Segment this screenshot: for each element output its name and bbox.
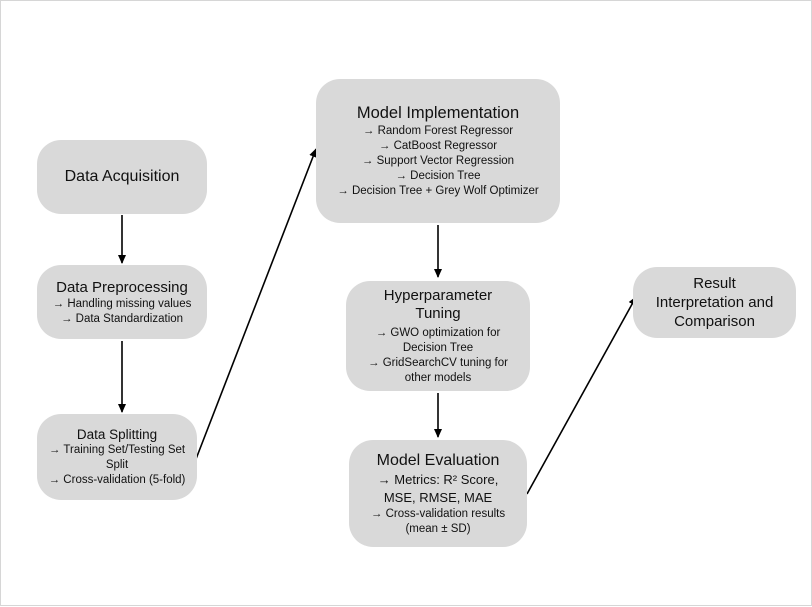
node-line: → GridSearchCV tuning for: [368, 356, 508, 369]
node-data-splitting: Data Splitting → Training Set/Testing Se…: [37, 414, 197, 500]
node-line: → Training Set/Testing Set: [48, 444, 186, 456]
node-line: → Cross-validation results: [370, 507, 506, 520]
node-line: other models: [404, 371, 472, 384]
node-hyperparameter-tuning: Hyperparameter Tuning → GWO optimization…: [346, 281, 530, 391]
node-line: MSE, RMSE, MAE: [383, 489, 493, 505]
node-line: → Support Vector Regression: [361, 155, 515, 167]
node-title: Model Implementation: [356, 104, 520, 122]
node-line: → CatBoost Regressor: [378, 140, 498, 152]
node-model-implementation: Model Implementation → Random Forest Reg…: [316, 79, 560, 223]
node-title: Tuning: [415, 304, 461, 322]
node-title: Hyperparameter: [383, 286, 493, 304]
node-title: Model Evaluation: [376, 451, 500, 469]
node-result-interpretation: Result Interpretation and Comparison: [633, 267, 796, 338]
node-line: (mean ± SD): [405, 522, 471, 535]
node-title: Interpretation and: [655, 294, 774, 311]
node-title: Comparison: [674, 313, 755, 330]
node-data-acquisition: Data Acquisition: [37, 140, 207, 214]
node-data-preprocessing: Data Preprocessing → Handling missing va…: [37, 265, 207, 339]
node-line: → Metrics: R² Score,: [377, 471, 499, 487]
node-line: → Random Forest Regressor: [362, 125, 514, 137]
node-line: → GWO optimization for: [375, 326, 501, 339]
node-title: Data Preprocessing: [56, 278, 188, 296]
arrow-splitting-to-implementation: [195, 148, 317, 460]
node-line: Split: [105, 459, 129, 471]
node-line: → Cross-validation (5-fold): [48, 474, 186, 486]
node-line: → Handling missing values: [52, 297, 192, 310]
arrow-evaluation-to-result: [526, 296, 637, 495]
node-title: Data Acquisition: [64, 168, 180, 185]
node-line: → Decision Tree + Grey Wolf Optimizer: [337, 185, 539, 197]
node-line: Decision Tree: [402, 341, 474, 354]
node-line: → Data Standardization: [60, 312, 184, 325]
node-title: Data Splitting: [76, 427, 158, 442]
node-line: → Decision Tree: [395, 170, 481, 182]
node-model-evaluation: Model Evaluation → Metrics: R² Score, MS…: [349, 440, 527, 547]
node-title: Result: [693, 275, 736, 292]
